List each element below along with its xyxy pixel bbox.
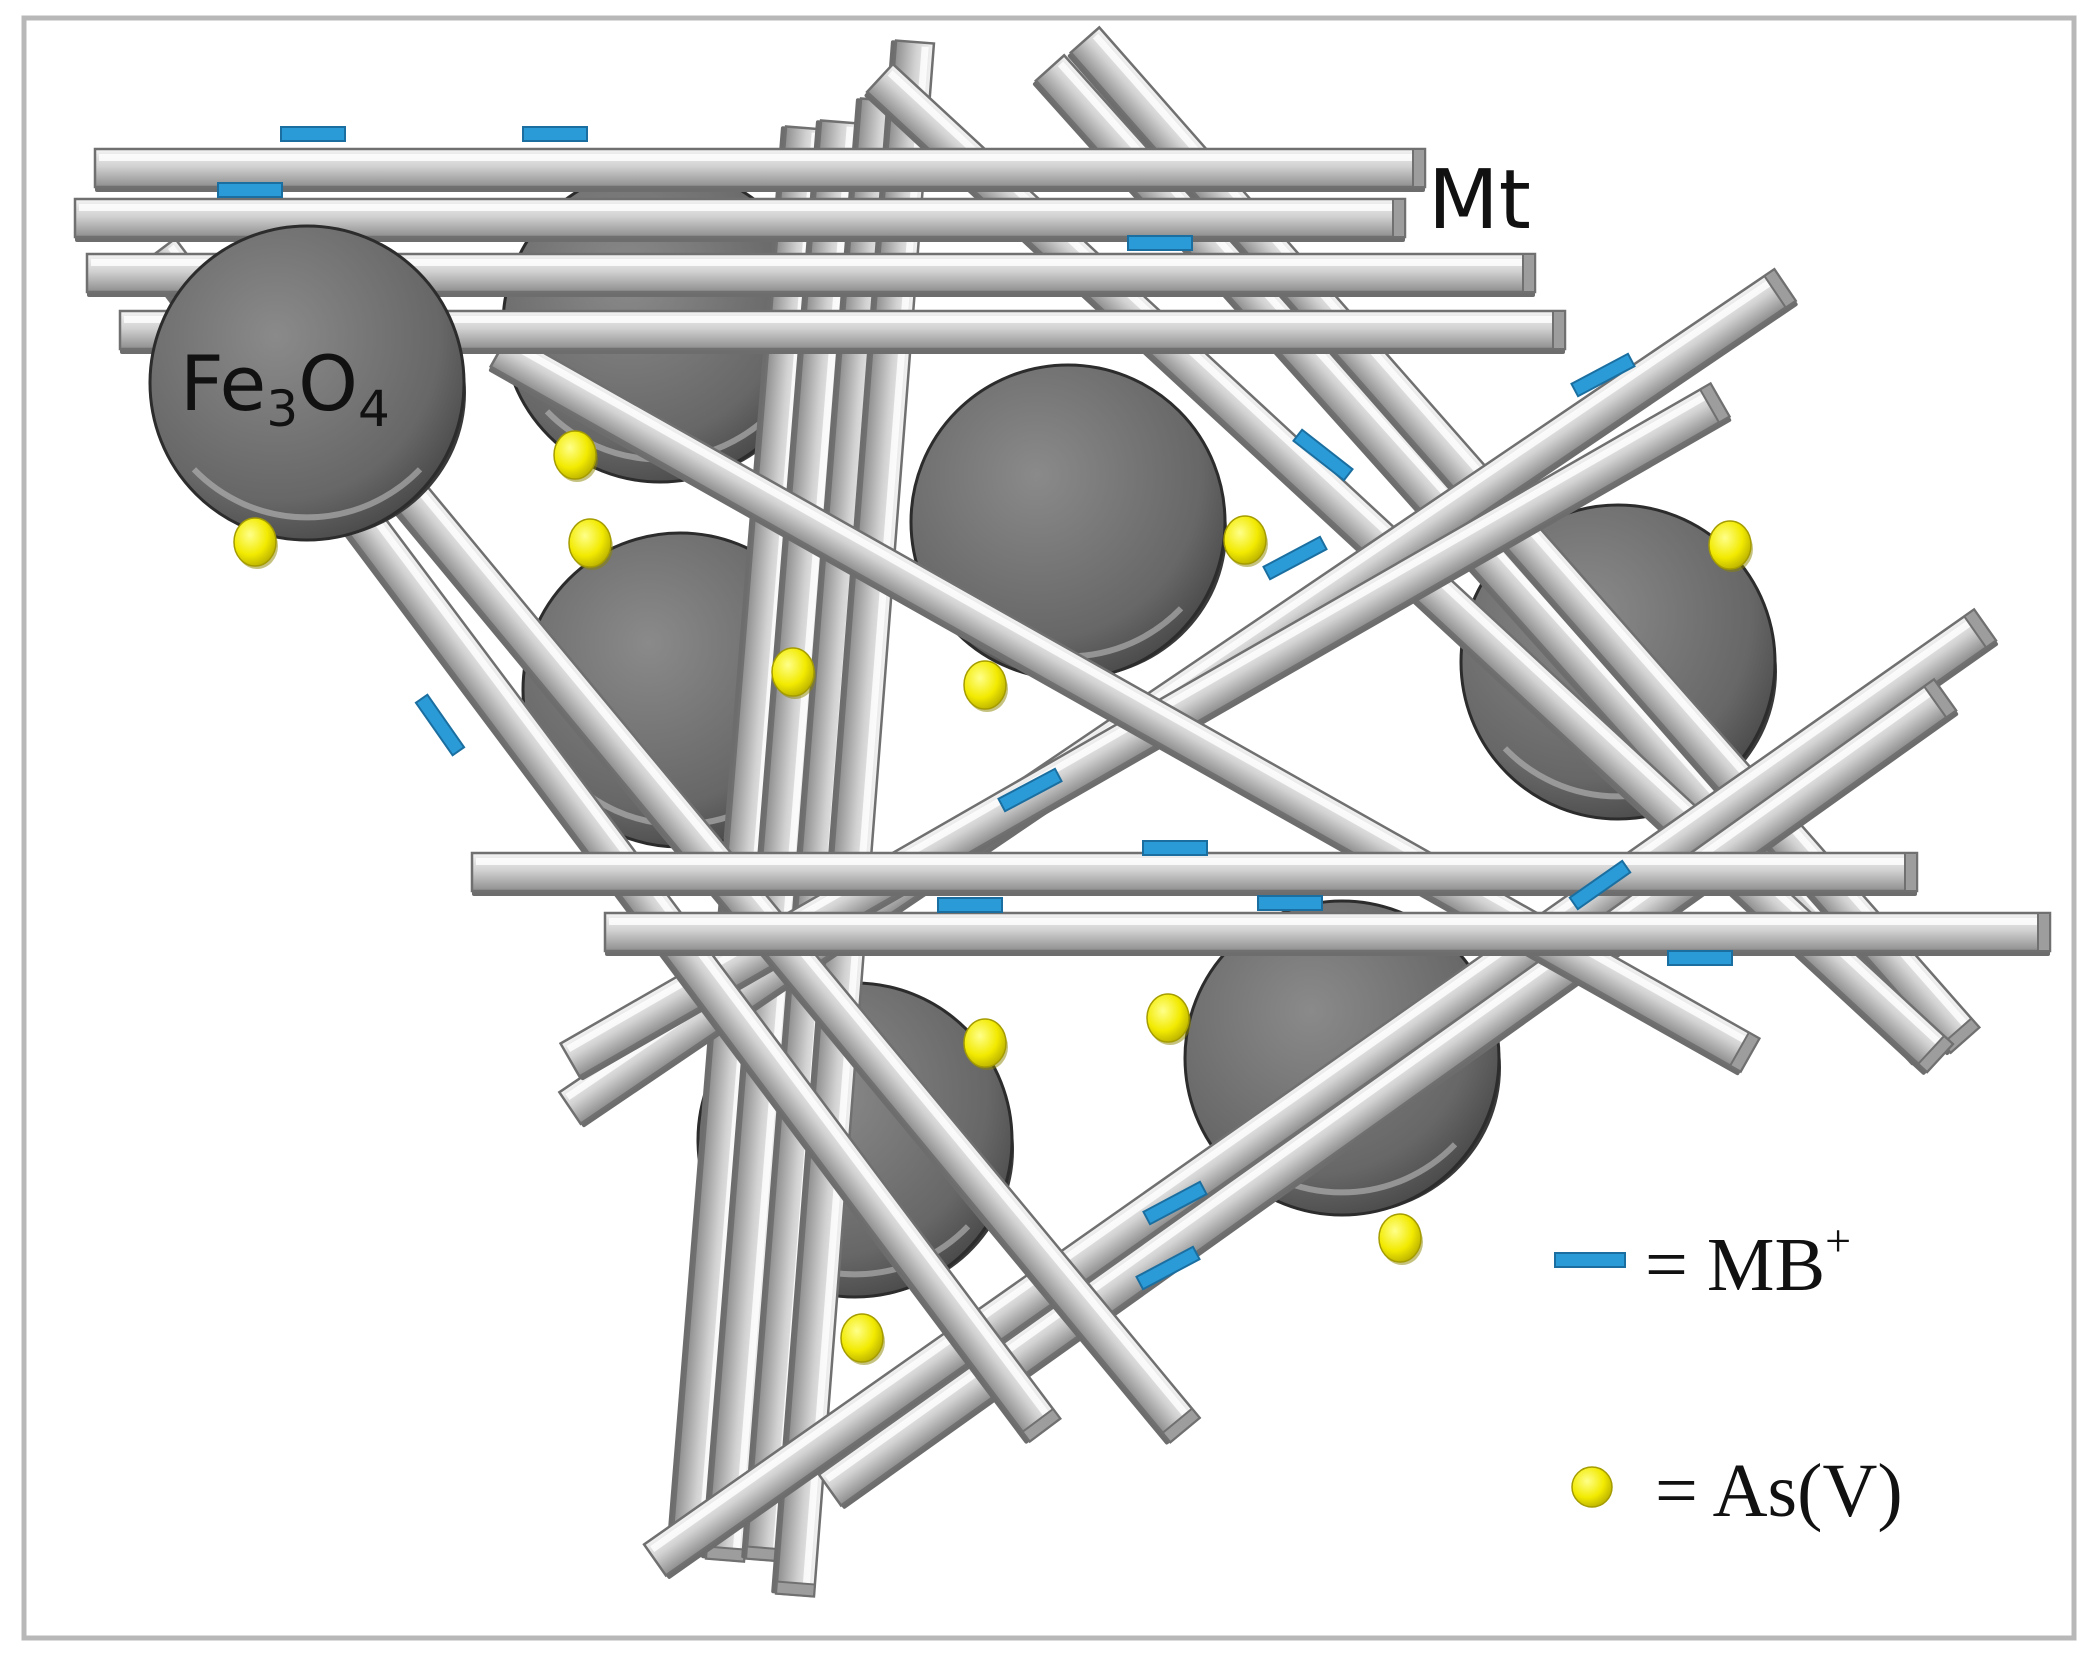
- mb-plus-dash-icon: [522, 126, 588, 142]
- mt-rod-icon: [141, 236, 1062, 1444]
- as-v-dot-icon: [1223, 515, 1268, 567]
- particle-layer-front: [148, 224, 466, 542]
- label-mt: Mt: [1428, 153, 1531, 248]
- mt-rod-icon: [603, 911, 2052, 956]
- rod-layer: [73, 25, 2052, 1598]
- label-o-sub-4: 4: [358, 380, 390, 438]
- as-v-dot-icon: [553, 430, 598, 482]
- legend: = MB+ = As(V): [1554, 1215, 1903, 1533]
- label-fe3o4: Fe3O4: [180, 339, 390, 438]
- mb-plus-dash-icon: [1135, 1245, 1201, 1291]
- mb-plus-dash-icon: [217, 182, 283, 198]
- as-v-dot-icon: [1378, 1213, 1423, 1265]
- label-o: O: [298, 339, 358, 428]
- as-v-dot-icon: [568, 518, 613, 570]
- mt-rod-icon: [701, 119, 861, 1563]
- mb-plus-dash-icon: [937, 897, 1003, 913]
- as-v-dot-icon: [840, 1313, 885, 1365]
- mb-plus-dash-icon: [1142, 1180, 1208, 1226]
- legend-as-v-dot-icon: [1571, 1466, 1613, 1508]
- mb-plus-dash-icon: [1142, 840, 1208, 856]
- label-fe: Fe: [180, 339, 266, 428]
- legend-mb-plus-label: = MB+: [1645, 1215, 1851, 1307]
- mb-plus-dash-icon: [280, 126, 346, 142]
- as-v-dot-icon: [963, 1018, 1008, 1070]
- as-v-dot-icon: [1708, 520, 1753, 572]
- legend-mb-plus-dash-icon: [1554, 1252, 1626, 1268]
- mb-plus-dash-icon: [414, 693, 466, 757]
- mt-rod-icon: [771, 39, 936, 1598]
- mb-plus-layer: [217, 126, 1733, 1291]
- mb-plus-dash-icon: [1127, 235, 1193, 251]
- mb-plus-dash-icon: [1262, 535, 1328, 581]
- legend-mb-text: = MB: [1645, 1223, 1825, 1307]
- as-v-layer: [233, 430, 1753, 1365]
- mb-plus-dash-icon: [997, 767, 1063, 813]
- fe3o4-particle-sphere-icon: [909, 363, 1227, 681]
- label-fe-sub-3: 3: [266, 380, 298, 438]
- as-v-dot-icon: [233, 517, 278, 569]
- mt-rod-icon: [85, 252, 1537, 297]
- as-v-dot-icon: [1146, 993, 1191, 1045]
- legend-as-v-label: = As(V): [1655, 1449, 1903, 1533]
- mb-plus-dash-icon: [1292, 428, 1354, 482]
- as-v-dot-icon: [963, 660, 1008, 712]
- mt-rod-icon: [93, 147, 1427, 192]
- legend-mb-sup: +: [1825, 1215, 1851, 1266]
- fe3o4-particle-sphere-icon: [148, 224, 466, 542]
- mt-rod-icon: [470, 851, 1919, 896]
- mb-plus-dash-icon: [1667, 950, 1733, 966]
- as-v-dot-icon: [771, 647, 816, 699]
- mb-plus-dash-icon: [1568, 859, 1632, 911]
- mb-plus-dash-icon: [1570, 352, 1636, 398]
- mb-plus-dash-icon: [1257, 895, 1323, 911]
